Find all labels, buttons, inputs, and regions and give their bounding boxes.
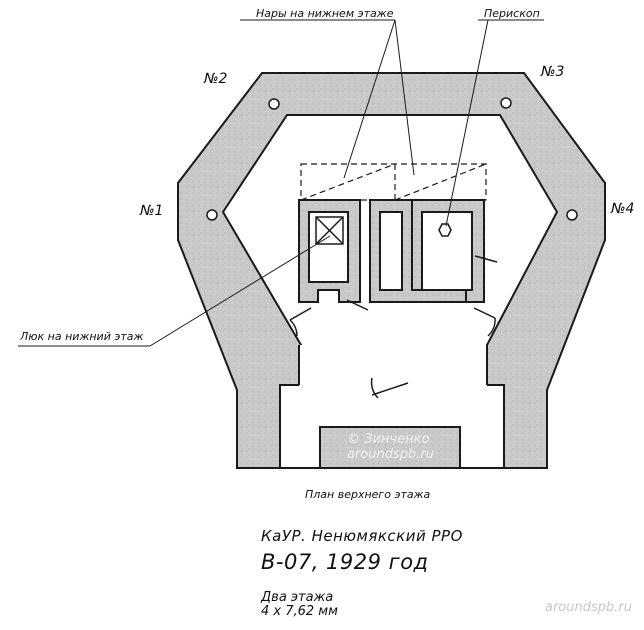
embrasure-markers bbox=[206, 97, 578, 221]
rear-block-inner bbox=[319, 426, 461, 469]
label-hatch: Люк на нижний этаж bbox=[19, 330, 144, 343]
label-embrasure-2: №2 bbox=[203, 71, 228, 87]
floors-label: Два этажа bbox=[261, 590, 334, 605]
embrasure-3-marker bbox=[500, 97, 512, 109]
embrasure-2-marker bbox=[268, 98, 280, 110]
bunker-title: В-07, 1929 год bbox=[261, 550, 429, 574]
door-swings bbox=[289, 255, 498, 399]
embrasure-4-marker bbox=[566, 209, 578, 221]
armament-label: 4 х 7,62 мм bbox=[261, 604, 338, 619]
label-embrasure-4: №4 bbox=[610, 201, 634, 217]
inner-rooms bbox=[298, 199, 485, 303]
watermark-line-1: © Зинченко bbox=[347, 432, 429, 447]
plan-caption: План верхнего этажа bbox=[305, 488, 431, 501]
embrasure-1-marker bbox=[206, 209, 218, 221]
label-periscope: Перископ bbox=[484, 7, 540, 20]
corridor-gap bbox=[299, 345, 487, 387]
label-bunks: Нары на нижнем этаже bbox=[256, 7, 394, 20]
periscope-symbol bbox=[438, 223, 452, 237]
label-embrasure-1: №1 bbox=[139, 203, 163, 219]
site-watermark: aroundspb.ru bbox=[545, 600, 632, 615]
leader-lines bbox=[18, 19, 544, 347]
watermark-line-2: aroundspb.ru bbox=[347, 447, 434, 462]
hatch-symbol bbox=[315, 216, 344, 245]
bunks-dashed-outline bbox=[300, 163, 487, 201]
label-embrasure-3: №3 bbox=[540, 64, 564, 80]
organization-label: КаУР. Ненюмякский РРО bbox=[261, 527, 463, 545]
